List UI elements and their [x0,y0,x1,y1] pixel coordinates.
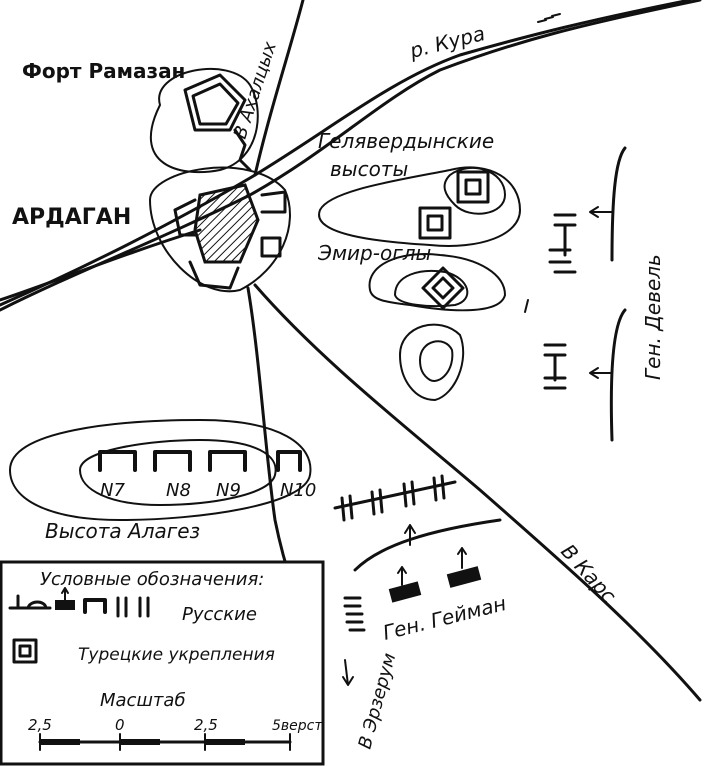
russian-battalion-icon [548,213,577,274]
turkish-fort-icon [456,170,490,204]
russian-artillery-icon [446,547,482,588]
label-gen-devel: Ген. Девель [641,254,665,380]
legend-russian: Русские [182,604,257,625]
label-fort-ramazan: Форт Рамазан [22,59,185,83]
label-heights-line2: высоты [330,157,408,181]
fort-label: N7 [100,480,125,501]
russian-artillery-icon [388,566,422,603]
devel-force [524,146,627,442]
label-heights-line1: Гелявердынские [318,129,494,153]
russian-symbols-icon [8,587,150,618]
turkish-fort-legend-icon [12,638,38,664]
russian-battalion-icon [343,596,366,632]
scale-tick: 0 [115,716,125,734]
turkish-fort-icon [421,266,465,310]
legend-title: Условные обозначения: [40,569,264,590]
geliaverdy-heights [318,166,521,401]
russian-fort-icon [98,450,302,472]
scale-tick: 5верст [272,718,323,734]
scale-tick: 2,5 [28,716,52,734]
road-kars [253,283,702,702]
label-ardagan: АРДАГАН [12,205,131,230]
label-emir-ogly: Эмир-оглы [317,241,431,265]
geiman-force [342,518,502,686]
fort-ramazan [149,67,259,174]
scale-bar [38,733,292,751]
river-kura [0,0,702,312]
russian-battalion-icon [333,474,457,522]
russian-battalion-icon [543,343,567,390]
scale-title: Масштаб [100,690,186,711]
legend: Условные обозначения: Русские Турецкие у… [0,560,325,766]
road-akhaltsykh [253,0,305,177]
fort-label: N9 [216,480,241,501]
alagez-heights [9,419,312,521]
fort-label: N10 [280,480,316,501]
fort-label: N8 [166,480,191,501]
legend-turkish: Турецкие укрепления [78,645,275,665]
scale-tick: 2,5 [194,716,218,734]
road-west [0,228,202,302]
road-label-kars: В Карс [556,539,621,607]
road-label-akhaltsykh: В Ахалцых [230,39,281,142]
road-label-erzerum: В Эрзерум [355,651,401,751]
turkish-fort-icon [418,206,452,240]
ardagan-town [149,166,291,293]
label-alagez: Высота Алагез [45,519,200,543]
